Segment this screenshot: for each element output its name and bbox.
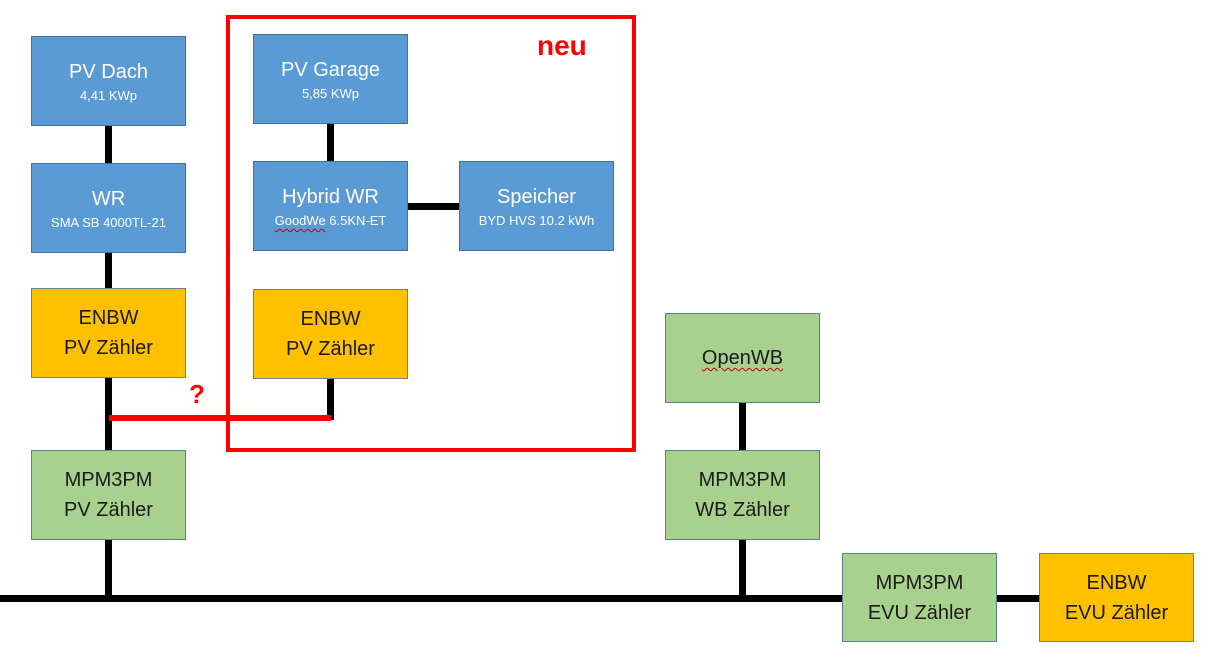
connector-enbw-pv-to-mpm3pm-pv [105, 377, 112, 451]
node-speicher-model: BYD HVS 10.2 kWh [478, 213, 595, 229]
node-mpm3pm-pv-meter-line1: MPM3PM [64, 469, 153, 491]
node-mpm3pm-evu-meter: MPM3PM EVU Zähler [842, 553, 997, 642]
new-components-frame [226, 15, 636, 452]
node-pv-dach: PV Dach 4,41 KWp [31, 36, 186, 126]
proposed-connection-line [109, 415, 331, 421]
new-label: neu [537, 30, 587, 61]
node-pv-garage: PV Garage 5,85 KWp [253, 34, 408, 124]
connector-pv-dach-to-wr [105, 125, 112, 163]
node-hybrid-wr-brand: GoodWe [274, 213, 326, 229]
node-pv-dach-title: PV Dach [69, 61, 148, 84]
node-enbw-evu-meter-line1: ENBW [1086, 571, 1147, 594]
connector-openwb-to-mpm3pm-wb [739, 402, 746, 451]
node-openwb-title: OpenWB [701, 347, 784, 369]
node-mpm3pm-pv-meter-line2: PV Zähler [64, 499, 153, 521]
node-mpm3pm-pv-meter: MPM3PM PV Zähler [31, 450, 186, 540]
node-hybrid-wr-model-number: 6.5KN-ET [325, 213, 387, 229]
node-wr-model: SMA SB 4000TL-21 [51, 215, 166, 231]
connector-mpm3pm-evu-to-enbw-evu [996, 595, 1040, 602]
node-enbw-pv-meter-line1: ENBW [78, 307, 139, 329]
node-mpm3pm-evu-meter-line1: MPM3PM [875, 571, 964, 594]
node-hybrid-wr: Hybrid WR GoodWe 6.5KN-ET [253, 161, 408, 251]
node-hybrid-wr-title: Hybrid WR [282, 186, 379, 209]
node-enbw-pv-meter-new-line2: PV Zähler [286, 338, 375, 360]
node-enbw-pv-meter-new-line1: ENBW [300, 308, 361, 330]
connector-mpm3pm-wb-to-bus [739, 539, 746, 599]
connector-wr-to-enbw-pv [105, 252, 112, 289]
node-wr-title: WR [91, 188, 126, 211]
connector-enbw-pv-new-stub [327, 378, 334, 420]
node-speicher-title: Speicher [497, 186, 576, 209]
node-enbw-pv-meter-line2: PV Zähler [64, 337, 153, 359]
node-hybrid-wr-model: GoodWe 6.5KN-ET [275, 213, 387, 229]
connector-hybrid-wr-to-speicher [407, 203, 459, 210]
node-mpm3pm-evu-meter-line2: EVU Zähler [867, 601, 972, 624]
node-openwb: OpenWB [665, 313, 820, 403]
node-pv-dach-power: 4,41 KWp [79, 88, 138, 104]
node-wr: WR SMA SB 4000TL-21 [31, 163, 186, 253]
connector-pv-garage-to-hybrid-wr [327, 123, 334, 161]
node-mpm3pm-wb-meter-line1: MPM3PM [698, 469, 787, 491]
node-enbw-pv-meter: ENBW PV Zähler [31, 288, 186, 378]
node-pv-garage-power: 5,85 KWp [301, 86, 360, 102]
node-pv-garage-title: PV Garage [281, 59, 380, 82]
node-enbw-pv-meter-new: ENBW PV Zähler [253, 289, 408, 379]
node-enbw-evu-meter-line2: EVU Zähler [1064, 601, 1169, 624]
node-mpm3pm-wb-meter-line2: WB Zähler [695, 499, 790, 521]
node-enbw-evu-meter: ENBW EVU Zähler [1039, 553, 1194, 642]
question-label: ? [189, 379, 205, 409]
connector-mpm3pm-pv-to-bus [105, 539, 112, 599]
node-speicher: Speicher BYD HVS 10.2 kWh [459, 161, 614, 251]
node-mpm3pm-wb-meter: MPM3PM WB Zähler [665, 450, 820, 540]
main-bus-line [0, 595, 843, 602]
